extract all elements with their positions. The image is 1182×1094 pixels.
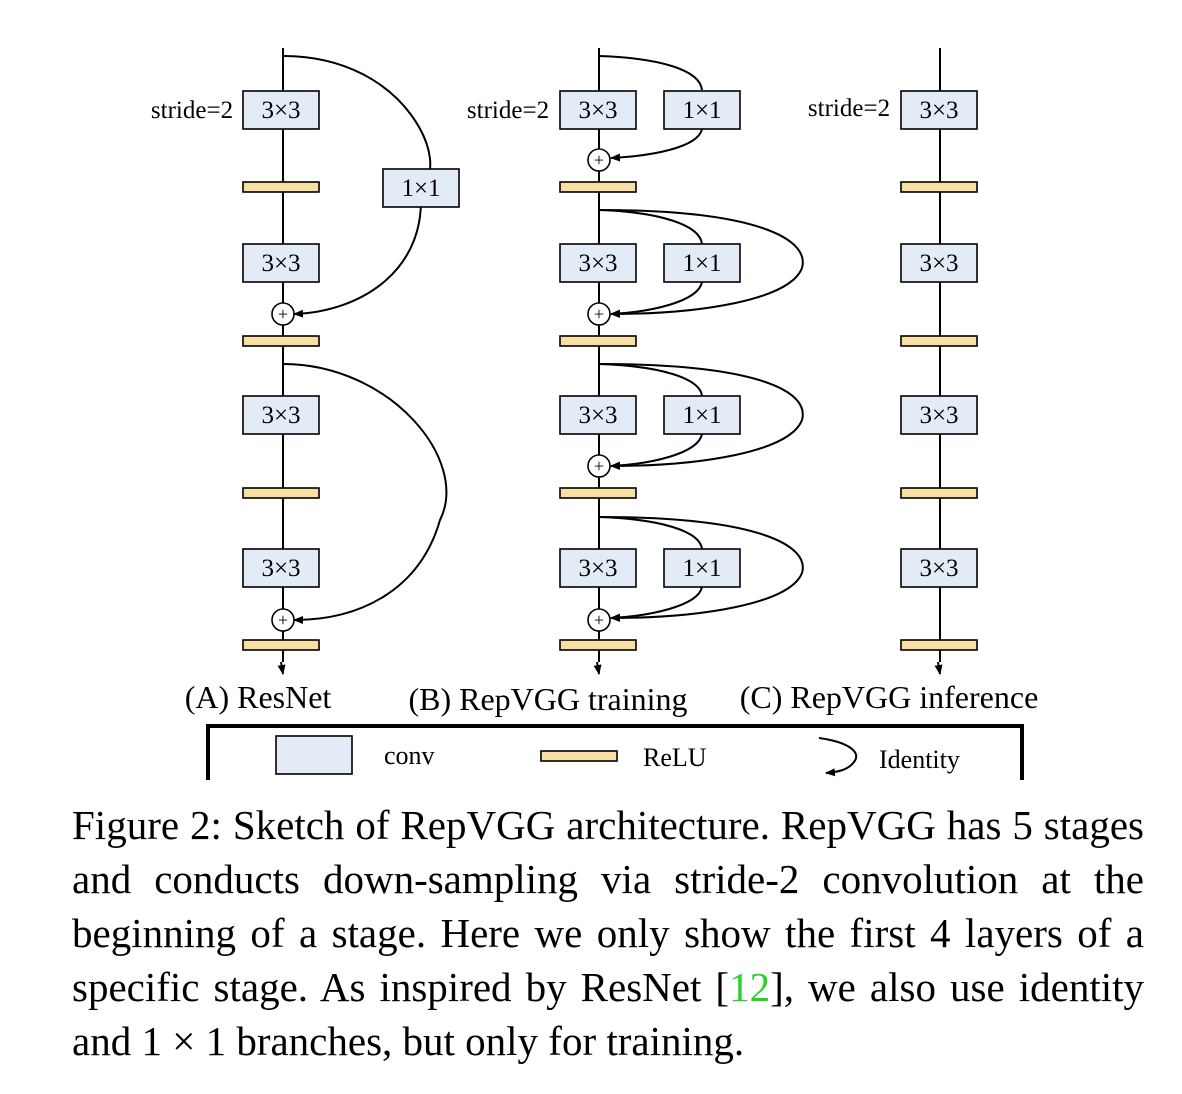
relu-bar [900,639,978,651]
legend-conv-label: conv [384,741,435,770]
relu-bar [559,181,637,193]
add-node [271,608,295,632]
column-title-resnet: (A) ResNet [185,679,332,715]
plus-sign: + [278,610,288,630]
column-title-training: (B) RepVGG training [408,681,687,717]
legend: conv ReLU Identity [206,724,1024,780]
conv-box [900,395,978,435]
relu-bar [559,639,637,651]
conv-box [242,90,320,130]
conv-label: 3×3 [919,97,958,124]
conv-box [559,90,637,130]
add-node [587,608,611,632]
conv-box [663,548,741,588]
relu-bar [559,335,637,347]
plus-sign: + [594,610,604,630]
relu-bar [900,181,978,193]
conv-label: 3×3 [261,402,300,429]
conv-box [900,90,978,130]
legend-relu-label: ReLU [643,743,707,772]
conv-label: 3×3 [919,402,958,429]
conv-box [559,243,637,283]
conv-box [663,90,741,130]
relu-bar [559,487,637,499]
plus-sign: + [594,150,604,170]
relu-bar [900,335,978,347]
conv-box [242,395,320,435]
stride-label: stride=2 [151,97,233,124]
conv-label: 3×3 [261,555,300,582]
conv-label: 1×1 [682,97,721,124]
conv-label: 3×3 [578,97,617,124]
plus-sign: + [594,304,604,324]
relu-bar [242,487,320,499]
conv-label: 3×3 [578,402,617,429]
conv-box [559,548,637,588]
conv-box [663,243,741,283]
identity-arc-2 [282,363,448,624]
figure-caption: Figure 2: Sketch of RepVGG architecture.… [72,798,1144,1068]
plus-sign: + [278,304,288,324]
conv-box [242,548,320,588]
conv-box [382,168,460,208]
caption-text: Figure 2: Sketch of RepVGG architecture.… [72,802,1144,1010]
conv-label: 1×1 [682,402,721,429]
relu-bar [900,487,978,499]
add-node [587,454,611,478]
conv-label: 1×1 [682,250,721,277]
conv-label: 1×1 [682,555,721,582]
conv-label: 1×1 [401,175,440,202]
legend-relu-swatch [540,750,618,762]
conv-box [559,395,637,435]
legend-identity-label: Identity [879,745,960,774]
add-node [587,148,611,172]
repvgg-architecture-diagram: stride=2 3×3 1×1 3×3 3×3 3×3 + + [151,48,1039,780]
add-node [587,302,611,326]
conv-box [900,548,978,588]
caption-text-tail: ], we also use identity and 1 × 1 branch… [72,964,1145,1064]
legend-conv-swatch [275,735,353,775]
column-title-inference: (C) RepVGG inference [740,679,1039,715]
conv-label: 3×3 [578,250,617,277]
relu-bar [242,181,320,193]
conv-label: 3×3 [919,555,958,582]
citation-link[interactable]: 12 [729,964,771,1010]
add-node [271,302,295,326]
conv-label: 3×3 [919,250,958,277]
relu-bar [242,335,320,347]
conv-box [242,243,320,283]
legend-frame [206,724,1024,780]
conv-label: 3×3 [578,555,617,582]
conv-label: 3×3 [261,97,300,124]
conv-box [663,395,741,435]
stride-label: stride=2 [467,97,549,124]
conv-box [900,243,978,283]
relu-bar [242,639,320,651]
stride-label: stride=2 [808,95,890,122]
legend-identity-arrow-icon [818,737,857,777]
plus-sign: + [594,456,604,476]
conv-label: 3×3 [261,250,300,277]
